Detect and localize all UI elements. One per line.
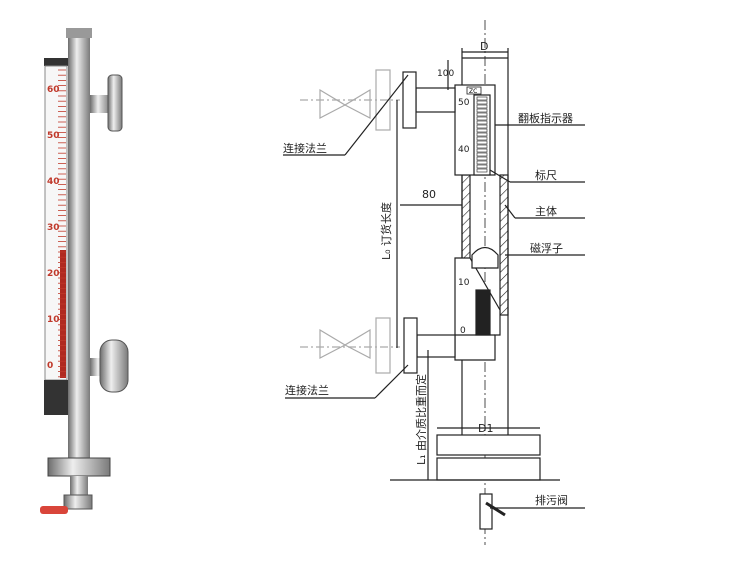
base-plates xyxy=(390,434,560,481)
upper-pipe xyxy=(90,95,110,113)
drain-valve-body xyxy=(63,494,93,510)
indicator-flap xyxy=(476,104,488,109)
indicator-flap xyxy=(476,116,488,121)
indicator-flap xyxy=(476,136,488,141)
indicator-flap xyxy=(476,96,488,101)
indicator-flap xyxy=(476,168,488,173)
dim-L0: L₀ 订货长度 xyxy=(379,202,393,260)
flipped-flaps xyxy=(475,289,491,336)
indicator-flap xyxy=(476,144,488,149)
indicator-flap xyxy=(476,100,488,105)
photo-scale-number: 40 xyxy=(47,177,60,187)
badge: ZC xyxy=(469,88,477,95)
scale-numbers: 60 50 40 30 20 10 0 xyxy=(47,85,60,371)
indicator-flap xyxy=(476,120,488,125)
indicator-flap xyxy=(476,148,488,153)
dimension-lines xyxy=(396,48,540,480)
indicator-flap xyxy=(476,152,488,157)
photo-scale-number: 20 xyxy=(47,269,60,279)
drain-valve-lever xyxy=(485,501,506,517)
nameplate xyxy=(44,380,68,415)
dim-D: D xyxy=(480,40,488,53)
body-wall-left xyxy=(461,174,471,261)
main-tube xyxy=(68,32,90,462)
label-top-flange: 连接法兰 xyxy=(283,141,327,155)
valve-handle xyxy=(40,506,68,514)
scale-mark-10: 10 xyxy=(458,278,470,288)
label-drain-valve: 排污阀 xyxy=(535,493,568,507)
leader-lines xyxy=(283,74,585,509)
lower-flange-drawing xyxy=(403,317,418,374)
dim-80: 80 xyxy=(422,188,436,201)
label-scale: 标尺 xyxy=(535,168,557,182)
dim-100: 100 xyxy=(437,69,454,79)
photo-scale-number: 0 xyxy=(47,361,53,371)
indicator-flap xyxy=(476,160,488,165)
label-body: 主体 xyxy=(535,204,557,218)
dim-D1: D1 xyxy=(478,422,493,435)
indicator-flap xyxy=(476,128,488,133)
indicator-flap xyxy=(476,164,488,169)
lower-flange xyxy=(99,339,129,393)
upper-flange xyxy=(107,74,123,132)
body-wall-right xyxy=(499,174,509,316)
scale-mark-50: 50 xyxy=(458,98,470,108)
lower-connection-pipe xyxy=(416,334,456,358)
scale-mark-40: 40 xyxy=(458,145,470,155)
photo-scale-number: 60 xyxy=(47,85,60,95)
gauge-photo: 60 50 40 30 20 10 0 xyxy=(40,28,129,514)
bottom-flange xyxy=(47,457,111,477)
indicator-flap xyxy=(476,156,488,161)
label-float: 磁浮子 xyxy=(530,242,563,255)
badge-frame xyxy=(466,86,482,95)
indicator-flap xyxy=(476,132,488,137)
indicator-flap xyxy=(476,140,488,145)
ghost-valves xyxy=(300,69,400,374)
scale-ticks xyxy=(58,69,66,378)
scale-mark-0: 0 xyxy=(460,326,466,336)
label-bottom-flange: 连接法兰 xyxy=(285,383,329,397)
photo-scale-number: 30 xyxy=(47,223,60,233)
photo-scale-number: 10 xyxy=(47,315,60,325)
upper-connection-pipe xyxy=(415,87,456,113)
indicator-flap xyxy=(476,108,488,113)
technical-drawing xyxy=(283,20,585,545)
magnetic-float xyxy=(471,246,499,269)
indicator-flap xyxy=(476,124,488,129)
drain-valve-drawing xyxy=(479,493,493,530)
photo-scale-number: 50 xyxy=(47,131,60,141)
indicator-flaps xyxy=(476,96,488,173)
dim-L1: L₁ 由介质比重而定 xyxy=(414,374,428,465)
top-cap xyxy=(66,28,92,38)
indicator-flap xyxy=(476,112,488,117)
scale-top-cap xyxy=(44,58,68,66)
upper-flange-drawing xyxy=(402,71,417,129)
label-indicator: 翻板指示器 xyxy=(518,111,573,125)
